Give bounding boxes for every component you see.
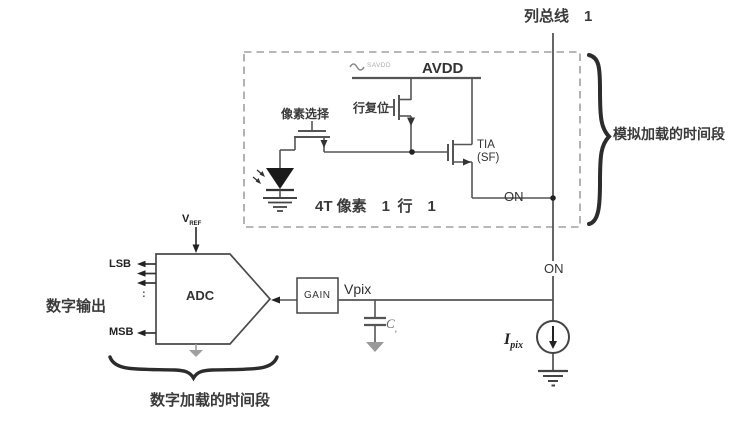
ipix-label: Ipix — [504, 331, 524, 352]
vref-label: VREF — [182, 213, 202, 228]
digital-output-label: 数字输出 — [46, 298, 107, 315]
node-dot-bus — [550, 195, 556, 201]
node-dot — [409, 149, 415, 155]
analog-period-brace — [587, 53, 612, 226]
vref-arrow — [192, 227, 200, 253]
column-bus-label: 列总线 1 — [524, 8, 593, 25]
adc-output-arrows — [137, 260, 156, 337]
pixel-select-label: 像素选择 — [281, 107, 330, 121]
tia-transistor — [447, 78, 473, 198]
vpix-label: Vpix — [344, 281, 372, 297]
current-source — [536, 320, 570, 354]
gain-label: GAIN — [304, 290, 331, 301]
adc-ground — [189, 344, 203, 357]
on-lower-label: ON — [543, 261, 565, 276]
capacitor — [364, 300, 386, 352]
dots-label: : — [142, 288, 146, 300]
analog-period-label: 模拟加载的时间段 — [613, 126, 725, 142]
msb-label: MSB — [109, 326, 134, 338]
digital-period-label: 数字加载的时间段 — [150, 392, 271, 409]
adc-shape — [155, 253, 272, 345]
digital-period-brace — [108, 355, 279, 382]
adc-label: ADC — [186, 288, 215, 303]
on-upper-label: ON — [504, 189, 524, 204]
savdd-label: SAVDD — [367, 62, 391, 69]
pixel-box-label: 4T 像素 1 行 1 — [315, 198, 436, 215]
avdd-label: AVDD — [422, 60, 464, 77]
tia-label: TIA(SF) — [477, 139, 500, 164]
pixel-dashed-box — [243, 51, 581, 228]
pixel-select-transistor — [279, 121, 330, 168]
row-reset-label: 行复位 — [353, 101, 390, 115]
cap-label: C, — [386, 316, 397, 334]
photodiode — [252, 168, 294, 198]
sine-icon — [349, 63, 365, 71]
bus-ground — [538, 353, 568, 387]
adc-input-arrow — [271, 296, 297, 304]
row-reset-transistor — [387, 78, 415, 152]
pixel-ground — [263, 197, 297, 212]
lsb-label: LSB — [109, 258, 131, 270]
gain-box — [296, 277, 339, 314]
